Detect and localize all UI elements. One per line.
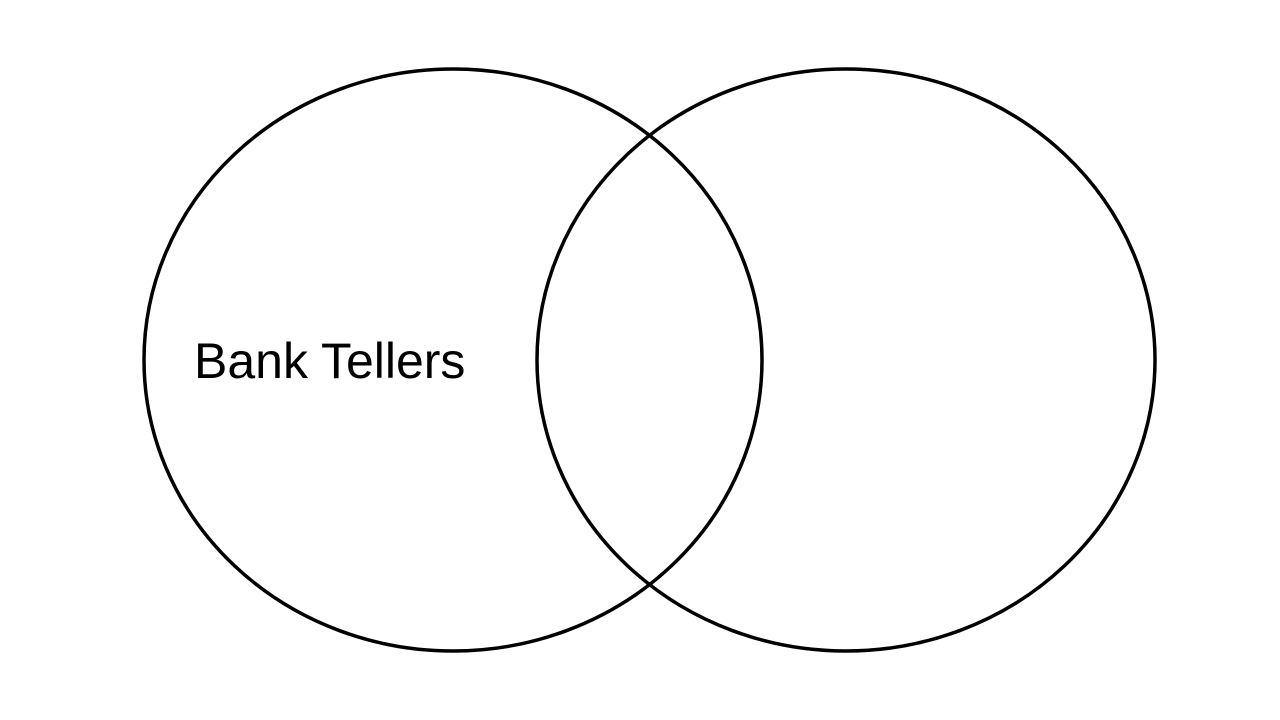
left-set-circle — [142, 67, 764, 653]
right-set-circle — [535, 67, 1157, 653]
left-set-label: Bank Tellers — [194, 333, 465, 389]
